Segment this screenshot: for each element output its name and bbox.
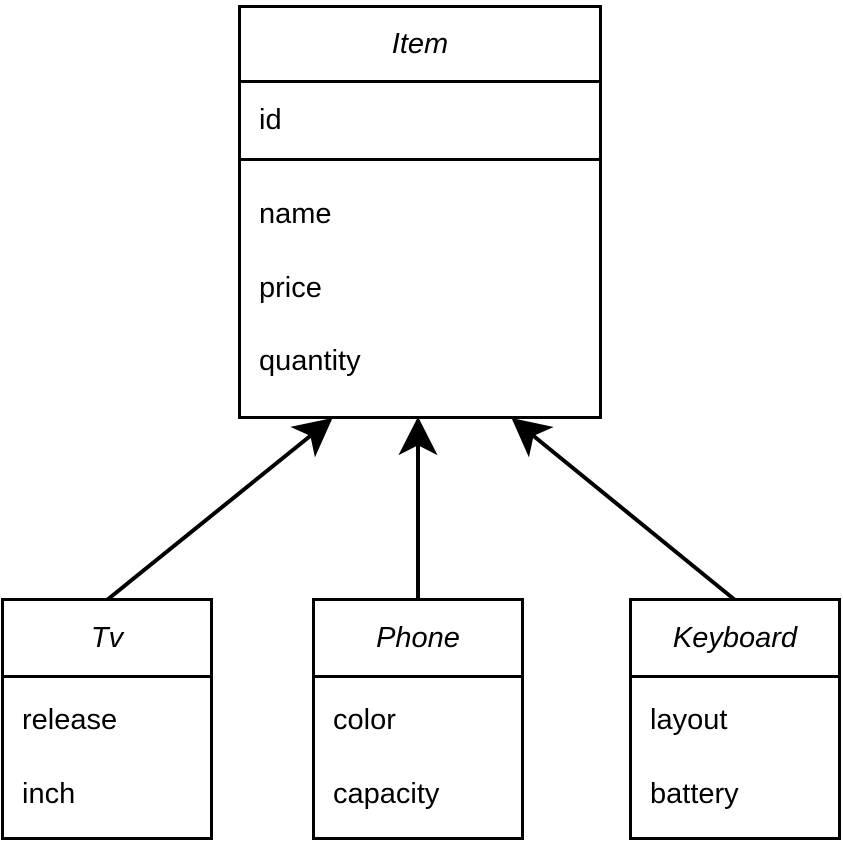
compartment-item-attributes: name price quantity bbox=[241, 161, 599, 416]
attribute-tv-inch: inch bbox=[22, 777, 76, 810]
compartment-keyboard-attributes: layout battery bbox=[632, 678, 838, 837]
class-name-keyboard: Keyboard bbox=[632, 601, 838, 678]
attribute-tv-release: release bbox=[22, 703, 118, 736]
attribute-item-id: id bbox=[259, 103, 282, 136]
class-box-phone[interactable]: Phone color capacity bbox=[312, 598, 524, 840]
attribute-keyboard-battery: battery bbox=[650, 777, 739, 810]
class-box-tv[interactable]: Tv release inch bbox=[1, 598, 213, 840]
attribute-keyboard-layout: layout bbox=[650, 703, 728, 736]
compartment-tv-attributes: release inch bbox=[4, 678, 210, 837]
class-name-phone: Phone bbox=[315, 601, 521, 678]
class-name-item: Item bbox=[241, 8, 599, 83]
attribute-item-name: name bbox=[259, 197, 332, 230]
attribute-phone-capacity: capacity bbox=[333, 777, 440, 810]
compartment-item-id: id bbox=[241, 83, 599, 161]
class-name-tv: Tv bbox=[4, 601, 210, 678]
class-box-keyboard[interactable]: Keyboard layout battery bbox=[629, 598, 841, 840]
attribute-phone-color: color bbox=[333, 703, 396, 736]
attribute-item-price: price bbox=[259, 271, 322, 304]
attribute-item-quantity: quantity bbox=[259, 345, 361, 378]
edge-keyboard-to-item bbox=[511, 417, 737, 602]
edge-tv-to-item bbox=[105, 417, 333, 602]
compartment-phone-attributes: color capacity bbox=[315, 678, 521, 837]
class-box-item[interactable]: Item id name price quantity bbox=[238, 5, 602, 419]
